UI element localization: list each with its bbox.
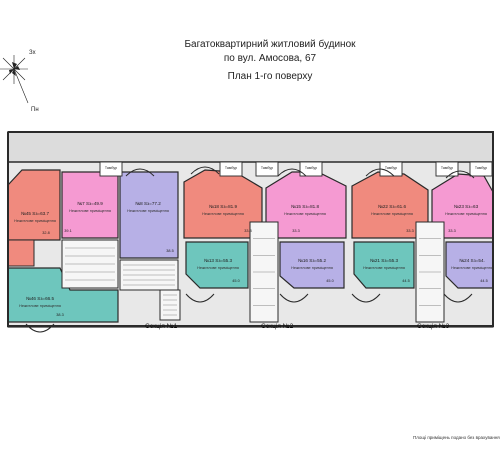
tambour-label: Тамбур xyxy=(261,166,273,170)
unit-label: №7 Sз=49.9 xyxy=(77,201,103,206)
unit-usage: Нежитлове приміщення xyxy=(284,212,326,216)
unit-area: 33.3 xyxy=(448,229,455,233)
unit-area: 38.5 xyxy=(166,249,173,253)
tambour-label: Тамбур xyxy=(475,166,487,170)
unit-usage: Нежитлове приміщення xyxy=(291,266,333,270)
unit-u24 xyxy=(445,241,494,289)
unit-usage: Нежитлове приміщення xyxy=(14,219,56,223)
bay-window xyxy=(365,168,395,177)
compass-south-label: Пн xyxy=(31,107,39,113)
bay-window-bottom xyxy=(351,293,381,303)
unit-label: №15 Sз=81.8 xyxy=(291,204,320,209)
unit-usage: Нежитлове приміщення xyxy=(371,212,413,216)
unit-area: 33.3 xyxy=(406,229,413,233)
section-1-label: Секція №1 xyxy=(145,323,178,330)
bay-window-bottom xyxy=(443,293,473,303)
bay-window xyxy=(277,168,307,177)
unit-usage: Нежитлове приміщення xyxy=(127,209,169,213)
unit-usage: Нежитлове приміщення xyxy=(445,212,487,216)
unit-label: №46 Sз=66.5 xyxy=(26,296,55,301)
tambour-box xyxy=(99,161,123,177)
unit-label: №23 Sз=63 xyxy=(454,204,479,209)
tambour-box xyxy=(255,161,279,177)
unit-area: 38.3 xyxy=(56,313,63,317)
unit-u21 xyxy=(353,241,415,289)
unit-area: 45.0 xyxy=(326,279,333,283)
unit-usage: Нежитлове приміщення xyxy=(197,266,239,270)
salmon-annex xyxy=(7,239,35,267)
tambour-label: Тамбур xyxy=(305,166,317,170)
unit-u7 xyxy=(61,171,119,239)
unit-u13 xyxy=(185,241,249,289)
unit-area: 45.0 xyxy=(232,279,239,283)
unit-area: 44.5 xyxy=(402,279,409,283)
tambour-label: Тамбур xyxy=(441,166,453,170)
unit-label: №18 Sз=81.9 xyxy=(209,204,238,209)
unit-u45 xyxy=(7,169,61,241)
unit-label: №21 Sз=55.3 xyxy=(370,258,399,263)
unit-area: 32.8 xyxy=(42,231,49,235)
title-line-1: Багатоквартирний житловий будинок xyxy=(184,39,356,50)
tambour-box xyxy=(299,161,323,177)
unit-area: 33.3 xyxy=(292,229,299,233)
unit-label: №8 Sз=77.2 xyxy=(135,201,161,206)
tambour-box xyxy=(219,161,243,177)
footnote: Площі приміщень подано без врахування xyxy=(413,435,500,440)
section-2-label: Секція №2 xyxy=(261,323,294,330)
bay-window-bottom xyxy=(185,293,215,303)
unit-label: №13 Sз=55.3 xyxy=(204,258,233,263)
unit-area: 39.1 xyxy=(64,229,71,233)
unit-label: №16 Sз=55.2 xyxy=(298,258,327,263)
unit-usage: Нежитлове приміщення xyxy=(202,212,244,216)
unit-u16 xyxy=(279,241,345,289)
section-3-label: Секція №3 xyxy=(417,323,450,330)
unit-usage: Нежитлове приміщення xyxy=(69,209,111,213)
bay-window xyxy=(190,166,220,175)
outer-wall xyxy=(7,131,494,327)
compass-east-label: Зх xyxy=(29,50,36,56)
tambour-label: Тамбур xyxy=(225,166,237,170)
unit-area: 33.3 xyxy=(244,229,251,233)
unit-label: №22 Sз=61.6 xyxy=(378,204,407,209)
unit-usage: Нежитлове приміщення xyxy=(19,304,61,308)
tambour-label: Тамбур xyxy=(105,166,117,170)
terrace-strip xyxy=(7,131,494,163)
unit-u8 xyxy=(119,171,179,259)
unit-u22 xyxy=(351,171,429,239)
tambour-label: Тамбур xyxy=(385,166,397,170)
title-line-3: План 1-го поверху xyxy=(227,71,313,82)
unit-label: №45 Sз=63.7 xyxy=(21,211,50,216)
bay-window xyxy=(445,170,475,179)
unit-usage: Нежитлове приміщення xyxy=(451,266,493,270)
unit-u18 xyxy=(183,169,263,239)
rooms-layer xyxy=(7,131,494,333)
unit-label: №24 Sз=54. xyxy=(459,258,485,263)
compass-icon xyxy=(0,55,29,104)
bay-window xyxy=(125,168,155,177)
unit-usage: Нежитлове приміщення xyxy=(363,266,405,270)
unit-area: 44.5 xyxy=(480,279,487,283)
title-line-2: по вул. Амосова, 67 xyxy=(223,53,317,64)
bay-window-bottom xyxy=(279,293,309,303)
